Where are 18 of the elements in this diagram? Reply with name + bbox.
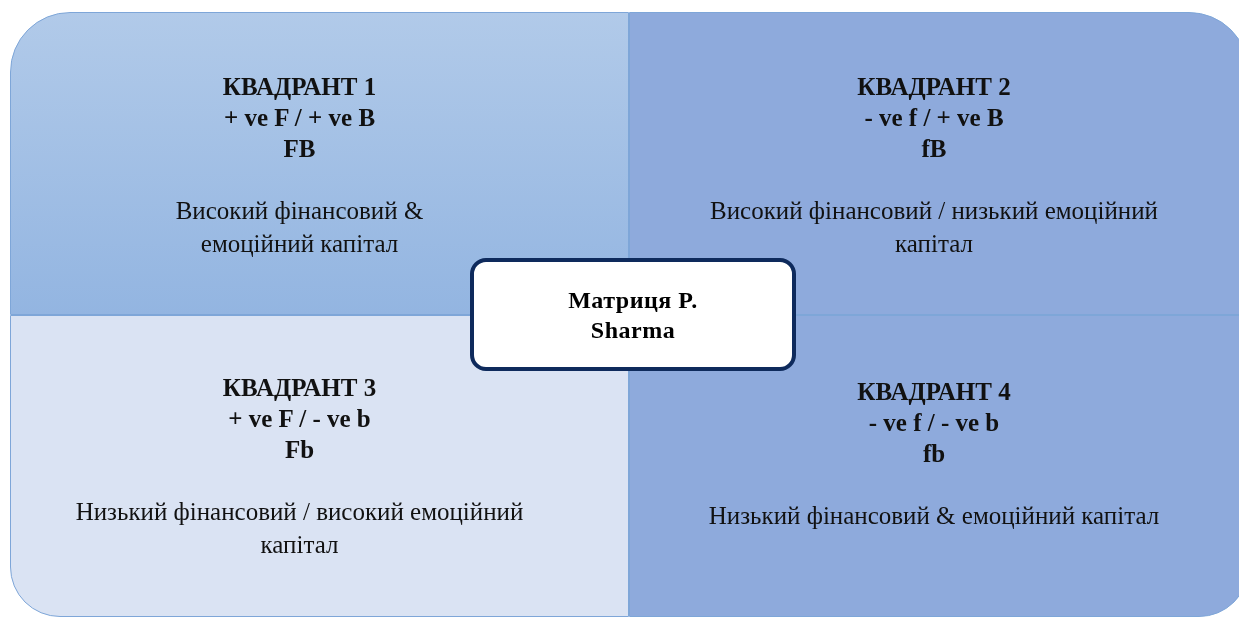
- quadrant-formula: + ve F / + ve B: [223, 103, 376, 133]
- quadrant-title: КВАДРАНТ 3: [222, 373, 377, 403]
- quadrant-description: Низький фінансовий & емоційний капітал: [708, 501, 1160, 531]
- quadrant-description: Високий фінансовий / низький емоційний капітал: [709, 196, 1159, 259]
- quadrant-formula: - ve f / + ve B: [864, 103, 1004, 133]
- center-label: Матриця P. Sharma: [567, 285, 699, 345]
- quadrant-formula: fb: [922, 439, 946, 469]
- quadrant-title: КВАДРАНТ 1: [222, 72, 377, 102]
- quadrant-formula: + ve F / - ve b: [228, 404, 371, 434]
- quadrant-title: КВАДРАНТ 2: [857, 72, 1011, 102]
- quadrant-formula: fB: [921, 134, 947, 164]
- quadrant-description: Низький фінансовий / високий емоційний капітал: [74, 497, 525, 560]
- center-box: [470, 258, 796, 371]
- quadrant-description: Високий фінансовий & емоційний капітал: [174, 196, 425, 259]
- quadrant-title: КВАДРАНТ 4: [857, 377, 1011, 407]
- quadrant-formula: Fb: [284, 435, 315, 465]
- quadrant-formula: FB: [283, 134, 316, 164]
- quadrant-formula: - ve f / - ve b: [868, 408, 1000, 438]
